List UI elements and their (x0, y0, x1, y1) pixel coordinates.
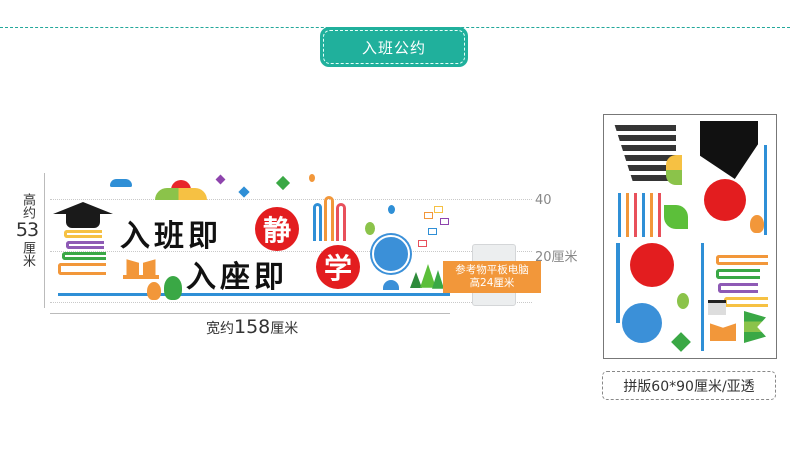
page-title: 入班公约 (323, 30, 465, 64)
sun-icon (171, 180, 191, 190)
preview-bar (701, 243, 704, 351)
bird-icon (215, 174, 226, 185)
preview-globe-icon (622, 303, 662, 343)
preview-leaf-icon (671, 332, 691, 352)
preview-book (716, 269, 760, 279)
width-dimension-line (50, 313, 450, 314)
book-icon (62, 252, 106, 260)
globe-stand (383, 280, 399, 290)
globe-icon (372, 235, 410, 273)
book-icon (64, 230, 102, 238)
slogan-line-2: 入座即 (186, 260, 288, 295)
preview-book (718, 283, 758, 293)
balloon-icon (309, 174, 315, 182)
preview-sun-icon (666, 155, 682, 185)
standing-book-icon (313, 203, 322, 241)
reference-line-1: 参考物平板电脑 (455, 264, 529, 276)
standing-book-icon (336, 203, 346, 241)
open-book-icon (123, 258, 159, 279)
book-icon (66, 241, 104, 249)
width-prefix: 宽约 (206, 321, 234, 337)
preview-book (716, 255, 768, 265)
preview-open-book-icon (710, 323, 736, 341)
title-badge: 入班公约 (320, 27, 468, 67)
scale-label-40: 40 (535, 193, 552, 208)
width-value: 158 (234, 316, 271, 338)
balloon-icon (365, 222, 375, 235)
grid-line-40 (50, 199, 532, 200)
grid-line-0 (50, 302, 532, 303)
tree-icon (147, 282, 161, 300)
height-prefix: 高约 (20, 193, 35, 219)
hills-icon (155, 188, 207, 200)
preview-leaf-icon (664, 205, 688, 229)
height-dimension-line (44, 173, 45, 308)
small-book-icon (424, 212, 433, 219)
small-book-icon (428, 228, 437, 235)
grid-line-20 (50, 251, 532, 252)
small-book-icon (434, 206, 443, 213)
bird-icon (275, 175, 291, 191)
reference-tag: 参考物平板电脑 高24厘米 (443, 261, 541, 293)
bird-icon (238, 186, 250, 198)
slogan-circle-1: 静 (255, 207, 299, 251)
book-icon (58, 263, 106, 275)
layout-spec-badge: 拼版60*90厘米/亚透 (602, 371, 776, 400)
preview-cap-text (700, 121, 758, 179)
preview-circle-2 (630, 243, 674, 287)
preview-label-sticker (708, 300, 726, 315)
reference-line-2: 高24厘米 (469, 277, 515, 289)
standing-book-icon (324, 196, 334, 241)
height-value: 53 (15, 219, 39, 241)
balloon-icon (388, 205, 395, 214)
preview-book (724, 297, 768, 307)
preview-leaf-icon (744, 311, 766, 343)
preview-books (618, 193, 666, 237)
cloud-icon (110, 179, 132, 187)
tree-icon (410, 272, 422, 288)
slogan-circle-2: 学 (316, 245, 360, 289)
preview-bar (616, 243, 620, 323)
ribbon-line (58, 293, 450, 296)
preview-balloon-icon (677, 293, 689, 309)
slogan-line-1: 入班即 (120, 219, 222, 254)
layout-preview (603, 114, 777, 359)
tree-icon (164, 276, 182, 300)
height-label: 高约 53 厘米 (12, 193, 42, 267)
width-label: 宽约158厘米 (206, 316, 298, 338)
preview-circle-1 (704, 179, 746, 221)
preview-bar (764, 145, 767, 235)
graduation-cap-base (66, 214, 100, 228)
preview-leaf-icon (750, 215, 764, 233)
scale-label-20: 20厘米 (535, 250, 578, 265)
layout-spec-label: 拼版60*90厘米/亚透 (623, 378, 755, 395)
graduation-cap-icon (53, 202, 113, 214)
height-unit: 厘米 (20, 241, 35, 267)
small-book-icon (418, 240, 427, 247)
width-unit: 厘米 (270, 321, 299, 337)
small-book-icon (440, 218, 449, 225)
